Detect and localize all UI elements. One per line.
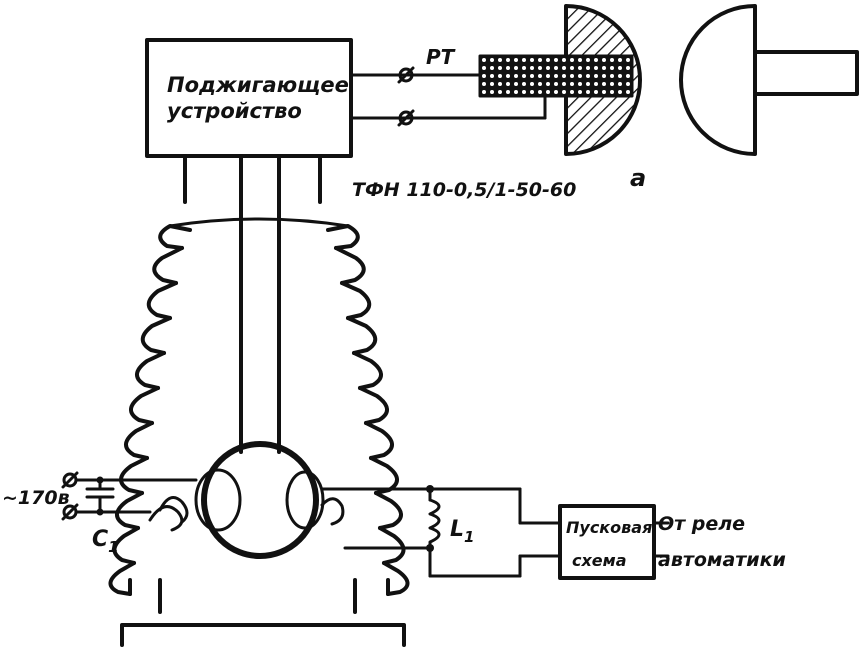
insulator-base: [120, 578, 406, 647]
capacitor-letter: С: [92, 527, 108, 552]
start-circuit-label-line1: Пусковая: [566, 518, 652, 537]
variant-label: а: [630, 164, 646, 192]
insulator-sheds: [108, 224, 410, 596]
ignition-device-box: [145, 38, 353, 158]
supply-voltage-label: ~170в: [2, 487, 70, 509]
electrode-stem: [753, 50, 859, 96]
start-circuit-box: [558, 504, 656, 580]
inductor-subscript: 1: [464, 528, 474, 546]
insulator-top-cap: [168, 217, 350, 228]
inductor-label: L1: [450, 517, 474, 546]
capacitor-label: С1: [92, 527, 119, 556]
spark-gap-label: РТ: [426, 45, 456, 69]
transformer-model-label: ТФН 110-0,5/1-50-60: [352, 179, 576, 201]
supply-junctions: [96, 476, 104, 516]
secondary-wires: [320, 487, 562, 578]
spark-gap-terminals: [397, 66, 415, 127]
inductor-letter: L: [450, 517, 464, 542]
ignition-device-label-line1: Поджигающее: [167, 73, 349, 97]
supply-terminals: [61, 471, 198, 521]
braided-cable: [478, 54, 634, 98]
secondary-junctions: [426, 485, 434, 552]
device-leads: [183, 154, 322, 454]
inductor-l1: [428, 487, 441, 550]
capacitor-c1: [85, 478, 115, 514]
relay-label-line2: автоматики: [658, 549, 786, 571]
capacitor-subscript: 1: [108, 538, 118, 556]
relay-input-wires: [652, 521, 670, 558]
left-coil: [148, 468, 242, 532]
plain-electrode: [679, 4, 757, 156]
transformer-core-ring: [201, 441, 319, 559]
start-circuit-label-line2: схема: [572, 551, 627, 570]
right-coil: [285, 470, 345, 530]
relay-label-line1: От реле: [658, 513, 745, 535]
spark-gap-wires: [349, 73, 547, 120]
ignition-device-label-line2: устройство: [167, 99, 302, 123]
